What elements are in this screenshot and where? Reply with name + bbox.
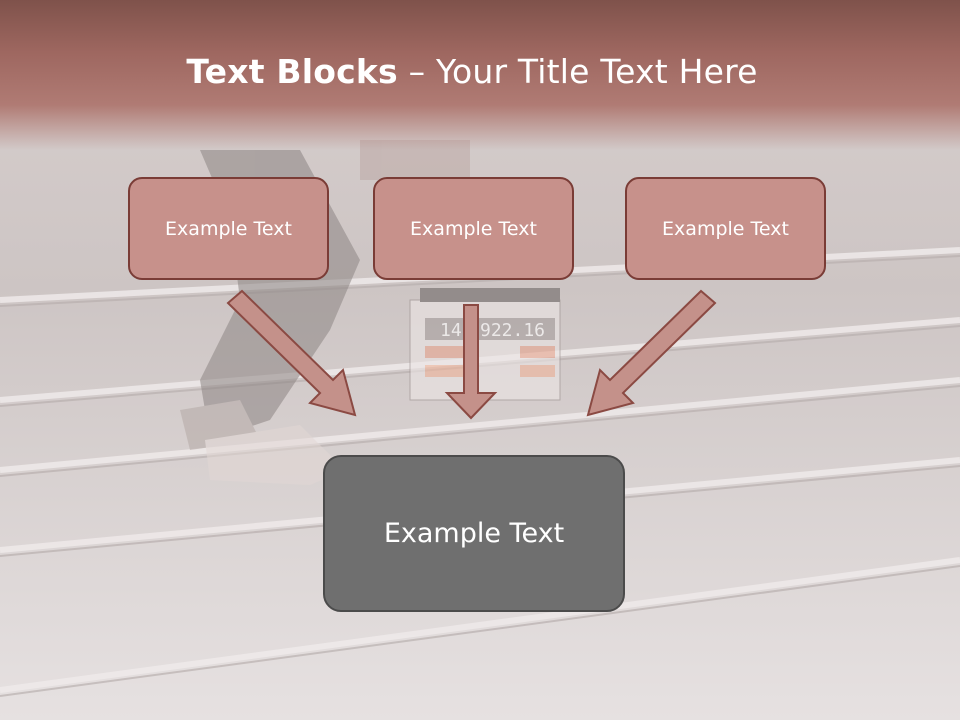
text-block-2-label: Example Text — [410, 217, 537, 240]
text-block-2[interactable]: Example Text — [373, 177, 574, 280]
text-block-3[interactable]: Example Text — [625, 177, 826, 280]
title-rest: Your Title Text Here — [435, 52, 758, 91]
text-block-3-label: Example Text — [662, 217, 789, 240]
title-dash: – — [397, 52, 436, 91]
clapperboard: 14 922.16 — [409, 288, 561, 401]
text-block-1-label: Example Text — [165, 217, 292, 240]
title-band — [0, 0, 960, 150]
page-title: Text Blocks – Your Title Text Here — [0, 52, 944, 91]
arrow-left — [226, 289, 357, 417]
arrow-right — [586, 289, 717, 417]
text-block-1[interactable]: Example Text — [128, 177, 329, 280]
svg-text:922.16: 922.16 — [480, 320, 545, 341]
main-text-block-label: Example Text — [383, 518, 565, 549]
arrow-center — [444, 304, 498, 420]
svg-text:14: 14 — [440, 320, 462, 341]
title-bold: Text Blocks — [186, 52, 398, 91]
main-text-block[interactable]: Example Text — [323, 455, 625, 612]
